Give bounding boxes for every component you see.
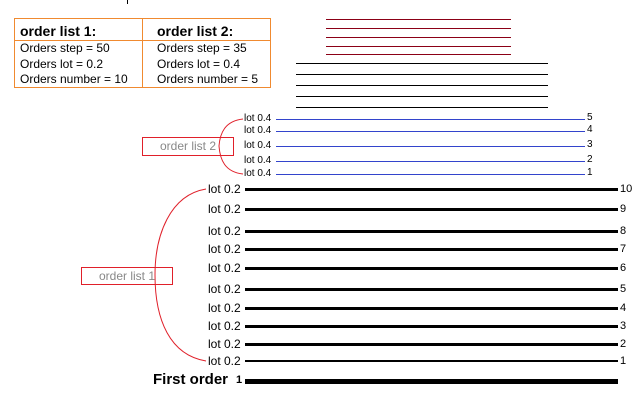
order-line (245, 325, 618, 328)
order-number: 3 (587, 139, 593, 150)
order-list-2-title: order list 2: (143, 19, 270, 41)
order-line (276, 174, 585, 175)
order-lot-label: lot 0.2 (208, 354, 241, 368)
order-list-2-lot: Orders lot = 0.4 (157, 56, 241, 71)
order-number: 8 (620, 225, 627, 237)
order-number: 4 (587, 124, 593, 135)
order-lot-label: lot 0.2 (208, 301, 241, 315)
first-order-number: 1 (236, 374, 243, 386)
first-order-line (245, 379, 618, 384)
order-lot-label: lot 0.2 (208, 242, 241, 256)
red-line (326, 19, 511, 20)
black-line (296, 96, 548, 97)
order-list-1-bracket (154, 188, 207, 362)
red-line (326, 28, 511, 29)
order-list-1-number: Orders number = 10 (20, 72, 128, 86)
order-number: 5 (587, 112, 593, 123)
order-number: 6 (620, 262, 627, 274)
order-list-1-title: order list 1: (15, 19, 142, 41)
order-list-2-step: Orders step = 35 (157, 41, 247, 55)
order-lot-label: lot 0.2 (208, 182, 241, 196)
order-lot-label: lot 0.2 (208, 282, 241, 296)
order-list-1-label: order list 1 (81, 267, 173, 285)
order-lot-label: lot 0.2 (208, 319, 241, 333)
order-list-2-info: order list 2: Orders step = 35 Orders lo… (142, 19, 270, 87)
order-line (276, 119, 585, 120)
order-lot-label: lot 0.2 (208, 224, 241, 238)
order-line (245, 343, 618, 346)
order-list-2-number: Orders number = 5 (157, 72, 259, 86)
order-lot-label: lot 0.4 (244, 113, 272, 124)
order-line (276, 146, 585, 147)
order-lot-label: lot 0.4 (244, 155, 272, 166)
red-line (326, 37, 511, 38)
order-number: 5 (620, 283, 627, 295)
black-line (296, 63, 548, 64)
order-line (245, 188, 618, 191)
red-line (326, 46, 511, 47)
order-line (276, 131, 585, 132)
order-number: 9 (620, 203, 627, 215)
order-line (276, 161, 585, 162)
order-lot-label: lot 0.4 (244, 140, 272, 151)
order-lot-label: lot 0.4 (244, 125, 272, 136)
order-line (245, 208, 618, 211)
black-line (296, 107, 548, 108)
order-lot-label: lot 0.2 (208, 202, 241, 216)
order-list-1-step: Orders step = 50 (20, 41, 110, 55)
order-number: 7 (620, 243, 627, 255)
order-list-2-label: order list 2 (142, 137, 234, 156)
order-line (245, 267, 618, 270)
order-line (245, 230, 618, 233)
order-list-1-lot: Orders lot = 0.2 (20, 56, 104, 71)
order-number: 10 (620, 183, 633, 195)
cursor-mark (127, 0, 128, 4)
order-info-table: order list 1: Orders step = 50 Orders lo… (14, 18, 271, 88)
order-line (245, 288, 618, 291)
first-order-label: First order (153, 371, 229, 388)
order-list-2-bracket (218, 118, 244, 175)
order-line (245, 360, 618, 362)
order-lot-label: lot 0.2 (208, 261, 241, 275)
order-number: 4 (620, 302, 627, 314)
order-lot-label: lot 0.4 (244, 168, 272, 179)
order-lot-label: lot 0.2 (208, 337, 241, 351)
order-number: 1 (587, 167, 593, 178)
order-line (245, 307, 618, 310)
order-line (245, 248, 618, 251)
black-line (296, 74, 548, 75)
order-number: 3 (620, 320, 627, 332)
order-number: 2 (587, 154, 593, 165)
red-line (326, 54, 511, 55)
order-list-1-info: order list 1: Orders step = 50 Orders lo… (15, 19, 142, 87)
order-number: 1 (620, 355, 627, 367)
order-number: 2 (620, 338, 627, 350)
black-line (296, 85, 548, 86)
